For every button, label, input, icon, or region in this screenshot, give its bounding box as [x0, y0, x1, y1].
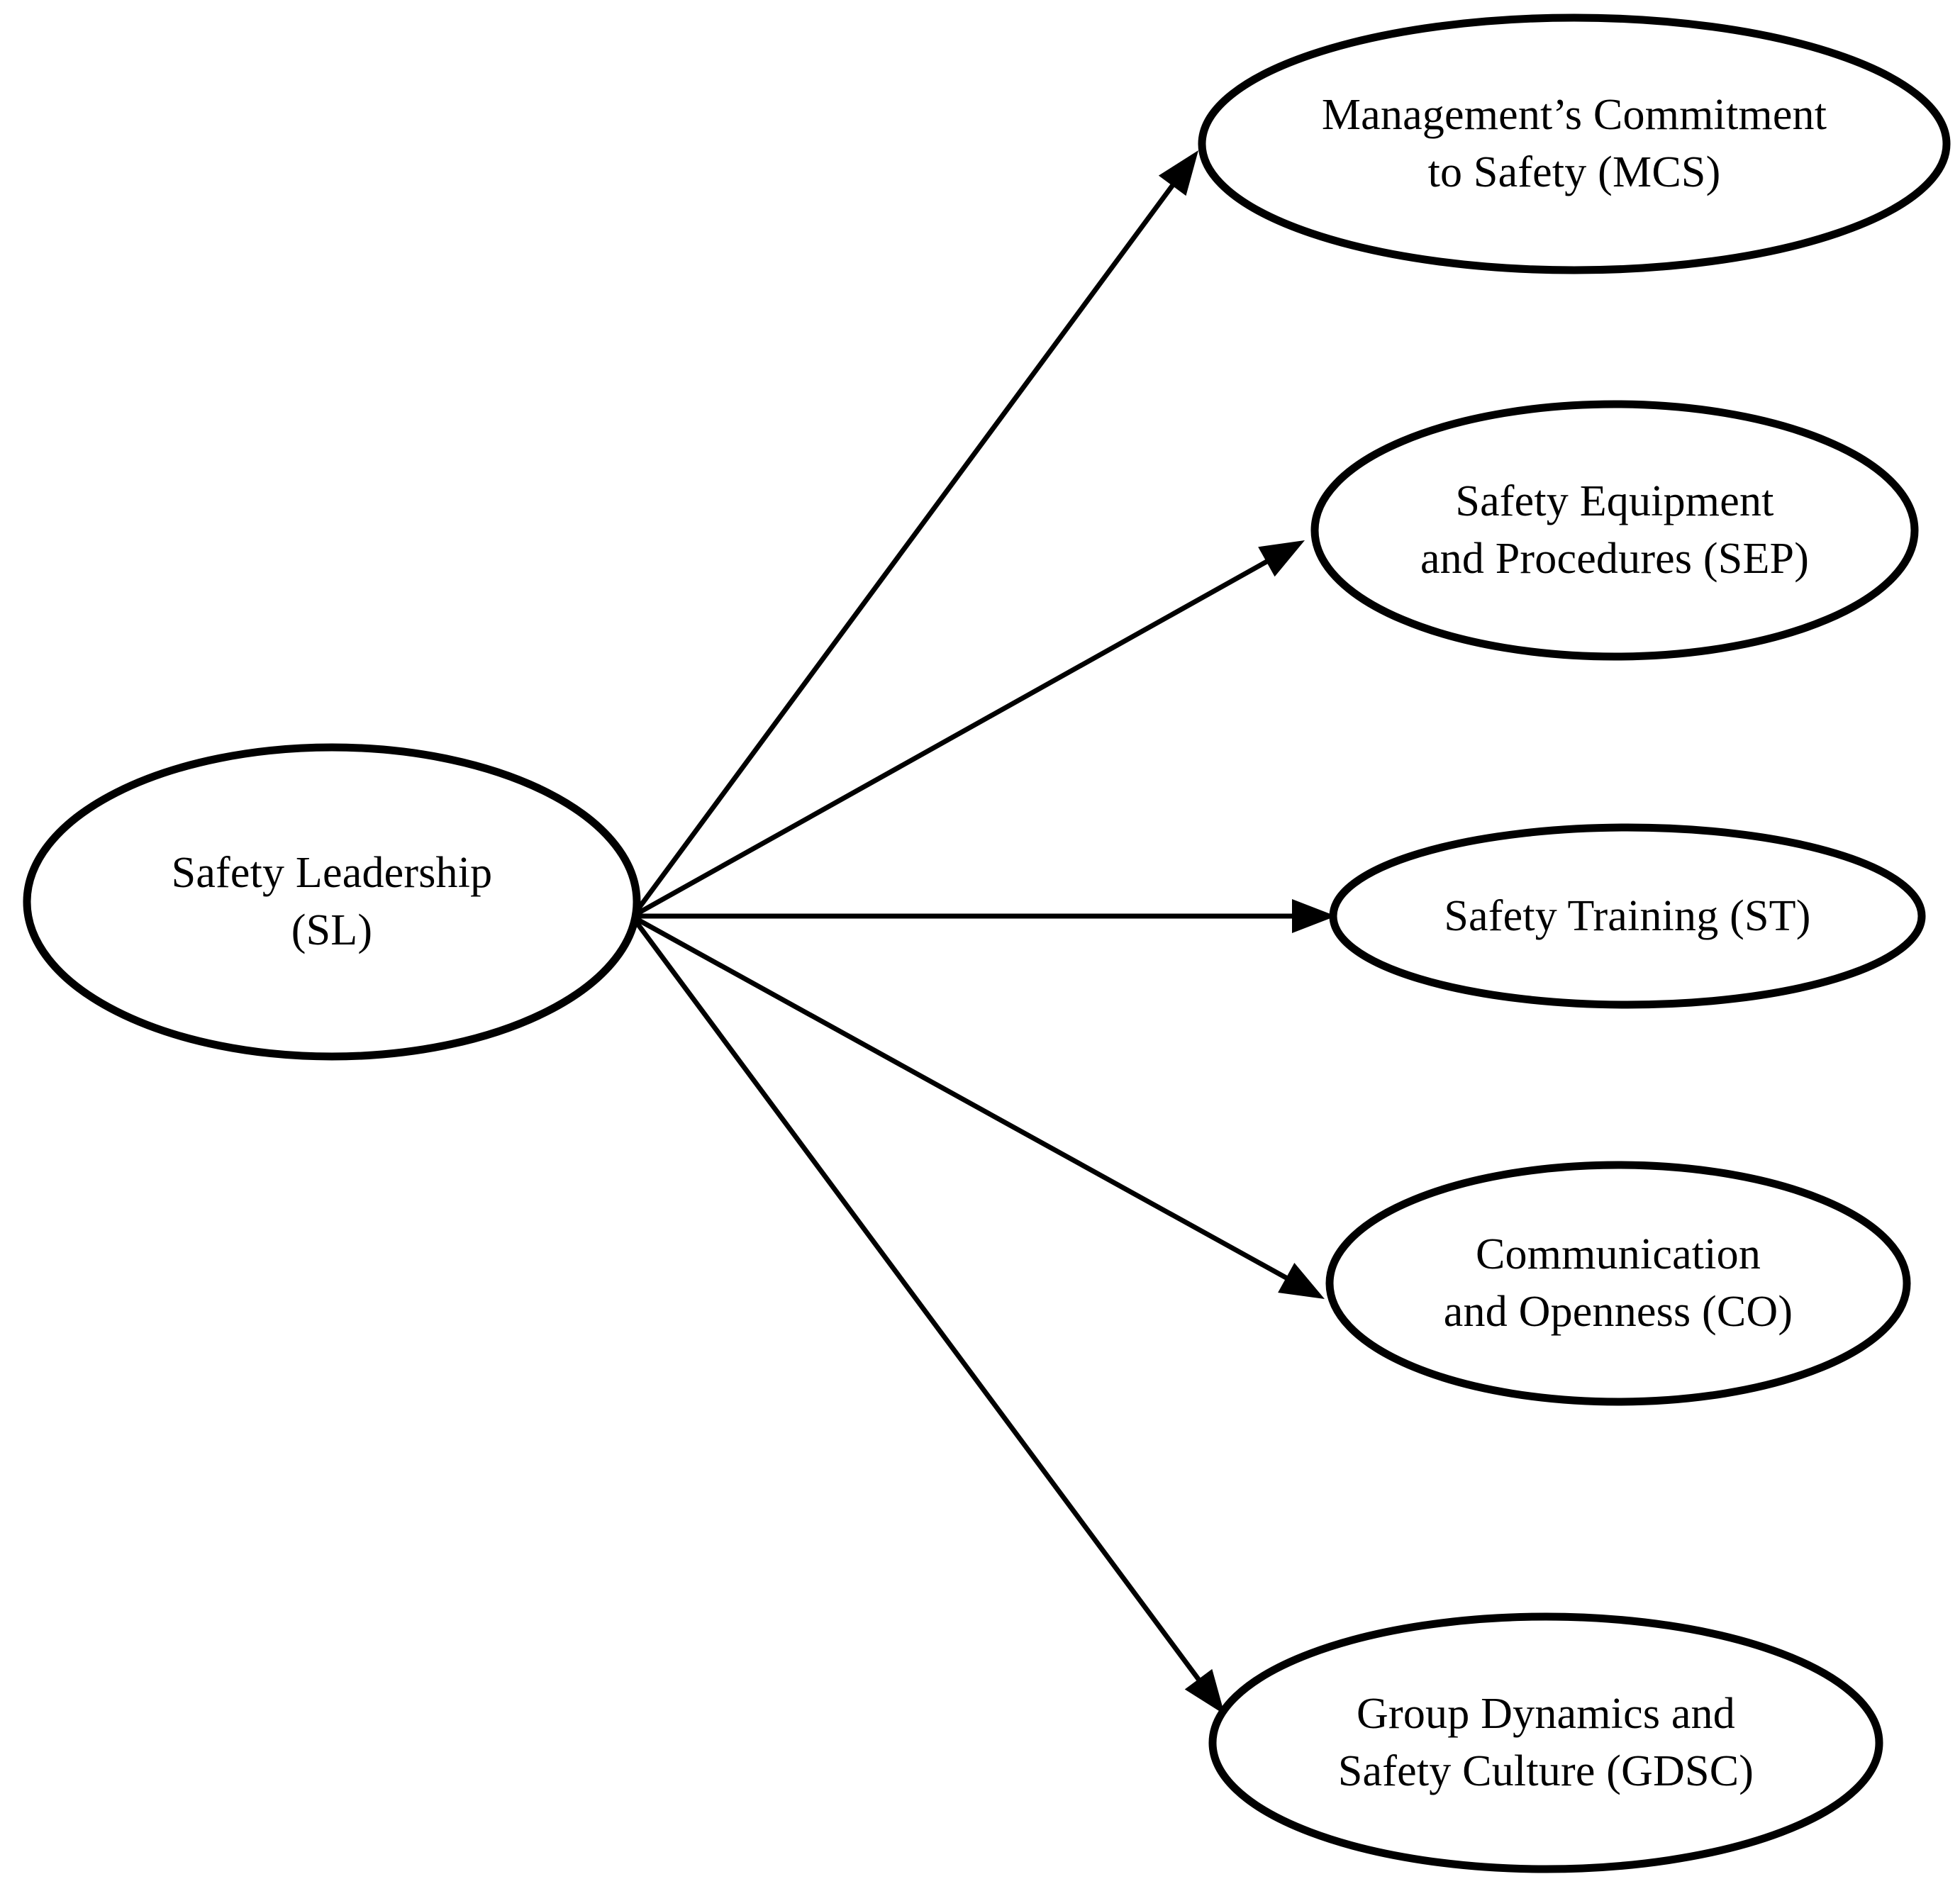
- node-ellipse-gdsc[interactable]: [1208, 1612, 1883, 1873]
- edge-sl-to-co-line: [633, 915, 1296, 1285]
- node-ellipse-mcs[interactable]: [1198, 13, 1951, 274]
- edge-sl-to-gdsc: [632, 917, 1225, 1714]
- edge-sl-to-sep-line: [633, 555, 1276, 918]
- edge-sl-to-st: [634, 899, 1336, 933]
- edge-sl-to-co-arrowhead: [1278, 1263, 1325, 1299]
- edge-sl-to-sep-arrowhead: [1258, 540, 1305, 577]
- node-ellipse-sep[interactable]: [1310, 400, 1919, 661]
- node-ellipse-st[interactable]: [1329, 823, 1926, 1009]
- edge-sl-to-mcs-line: [632, 177, 1180, 917]
- edge-sl-to-mcs: [632, 150, 1198, 917]
- edge-sl-to-gdsc-arrowhead: [1184, 1668, 1225, 1714]
- node-ellipse-sl[interactable]: [23, 743, 641, 1061]
- edges-group: [632, 150, 1336, 1714]
- edge-sl-to-gdsc-line: [632, 917, 1206, 1688]
- edge-sl-to-sep: [633, 540, 1305, 918]
- nodes-group: [23, 13, 1951, 1873]
- edge-sl-to-mcs-arrowhead: [1158, 150, 1198, 196]
- edge-sl-to-co: [633, 915, 1325, 1299]
- edge-sl-to-st-arrowhead: [1292, 899, 1336, 933]
- node-ellipse-co[interactable]: [1325, 1161, 1911, 1406]
